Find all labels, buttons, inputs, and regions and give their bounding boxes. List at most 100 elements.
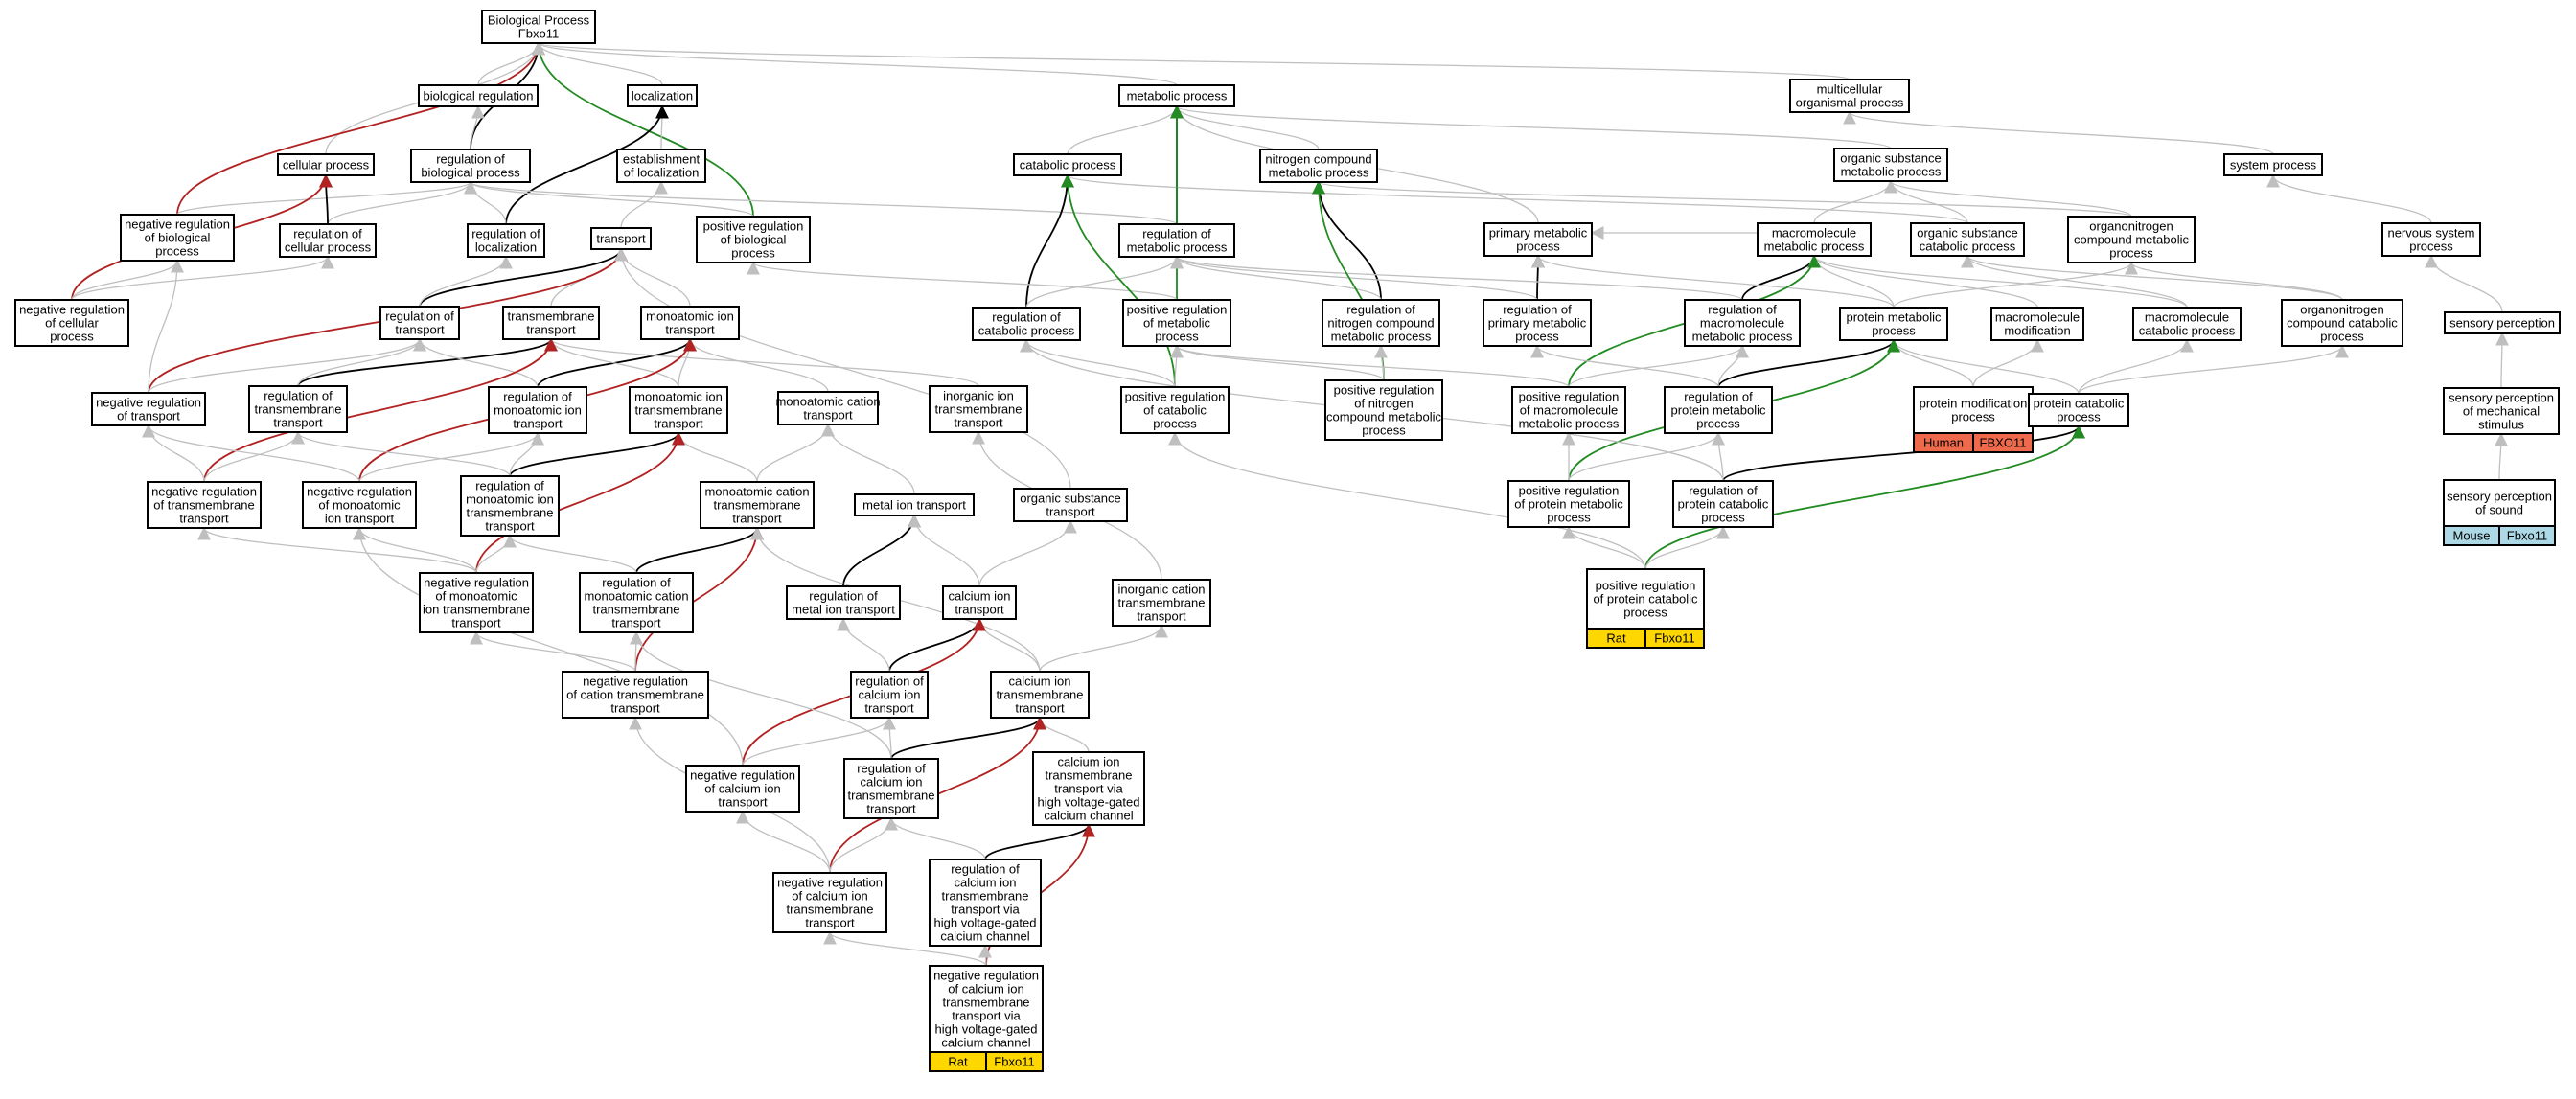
relation-edge-is-a xyxy=(1961,254,2343,301)
go-term-node[interactable]: metal ion transport xyxy=(854,493,975,516)
go-term-node[interactable]: cellular process xyxy=(277,153,375,176)
node-label-line: of localization xyxy=(624,166,700,180)
node-box xyxy=(1324,379,1443,441)
relation-edge-part-of xyxy=(1025,173,1074,309)
node-label-line: Fbxo11 xyxy=(518,27,559,41)
node-label-line: calcium channel xyxy=(1044,809,1133,823)
node-box xyxy=(1032,751,1145,826)
go-term-node[interactable]: transport xyxy=(590,227,652,250)
relation-edge-is-a xyxy=(544,337,979,387)
node-label-line: protein catabolic xyxy=(2034,397,2125,411)
relation-edge-is-a xyxy=(464,180,754,218)
relation-edge-is-a xyxy=(71,255,334,301)
gene-label: Fbxo11 xyxy=(1654,631,1694,646)
node-label-line: macromolecule xyxy=(1700,316,1784,331)
go-term-node[interactable]: catabolic process xyxy=(1013,153,1122,176)
node-box xyxy=(488,386,587,434)
go-term-node[interactable]: localization xyxy=(627,84,698,107)
node-box xyxy=(1118,223,1235,258)
node-label-line: protein metabolic xyxy=(1847,310,1942,325)
node-label-line: metabolic process xyxy=(1692,330,1793,344)
node-label-line: catabolic process xyxy=(1920,240,2016,254)
go-term-node[interactable]: system process xyxy=(2223,153,2323,176)
relation-edge-is-a xyxy=(1961,254,2188,309)
go-term-node[interactable]: sensory perception xyxy=(2444,311,2561,334)
node-label-line: metabolic process xyxy=(1269,166,1369,180)
node-label-line: transmembrane xyxy=(934,402,1022,417)
node-box xyxy=(685,765,800,813)
go-term-node[interactable]: biological regulation xyxy=(418,84,539,107)
go-term-node[interactable]: metabolic process xyxy=(1118,84,1235,107)
node-label-line: cellular process xyxy=(285,240,372,255)
relation-edge-is-a xyxy=(2495,332,2509,389)
node-label-line: negative regulation xyxy=(307,485,412,499)
node-label-line: transport xyxy=(1046,505,1095,519)
